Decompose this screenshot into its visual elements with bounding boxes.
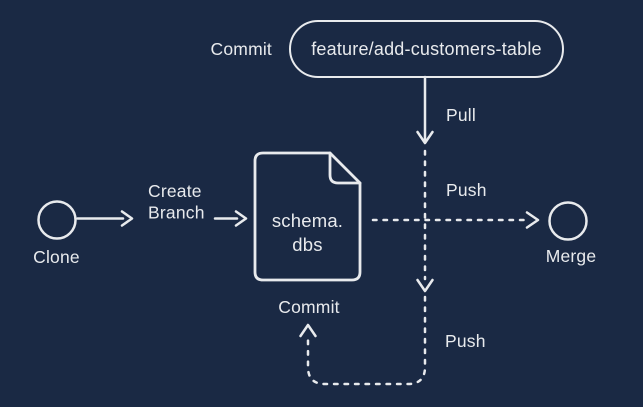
branch-pill-label: feature/add-customers-table <box>311 39 542 59</box>
pull-arrow <box>416 75 434 145</box>
clone-arrow <box>76 210 134 227</box>
svg-text:Create: Create <box>148 181 202 201</box>
clone-label: Clone <box>33 247 80 267</box>
schema-file-icon <box>253 151 362 282</box>
merge-label: Merge <box>546 246 597 266</box>
push-down-arrow <box>416 149 434 293</box>
commit-bottom-label: Commit <box>278 297 339 317</box>
create-branch-arrow <box>213 210 248 227</box>
schema-file-name: schema. dbs <box>272 210 343 255</box>
push-upper-label: Push <box>446 180 487 200</box>
commit-top-label: Commit <box>211 39 272 59</box>
push-lower-label: Push <box>445 331 486 351</box>
svg-text:schema.: schema. <box>272 210 343 231</box>
clone-node <box>37 200 77 240</box>
merge-arrow <box>371 211 540 229</box>
svg-text:dbs: dbs <box>292 234 322 255</box>
create-branch-label: Create Branch <box>148 181 205 223</box>
file-fold-corner <box>328 151 362 185</box>
pull-label: Pull <box>446 105 476 125</box>
branch-pill <box>289 20 564 78</box>
svg-text:Branch: Branch <box>148 203 205 223</box>
merge-node <box>548 201 588 241</box>
commit-loop-arrow <box>299 295 427 386</box>
